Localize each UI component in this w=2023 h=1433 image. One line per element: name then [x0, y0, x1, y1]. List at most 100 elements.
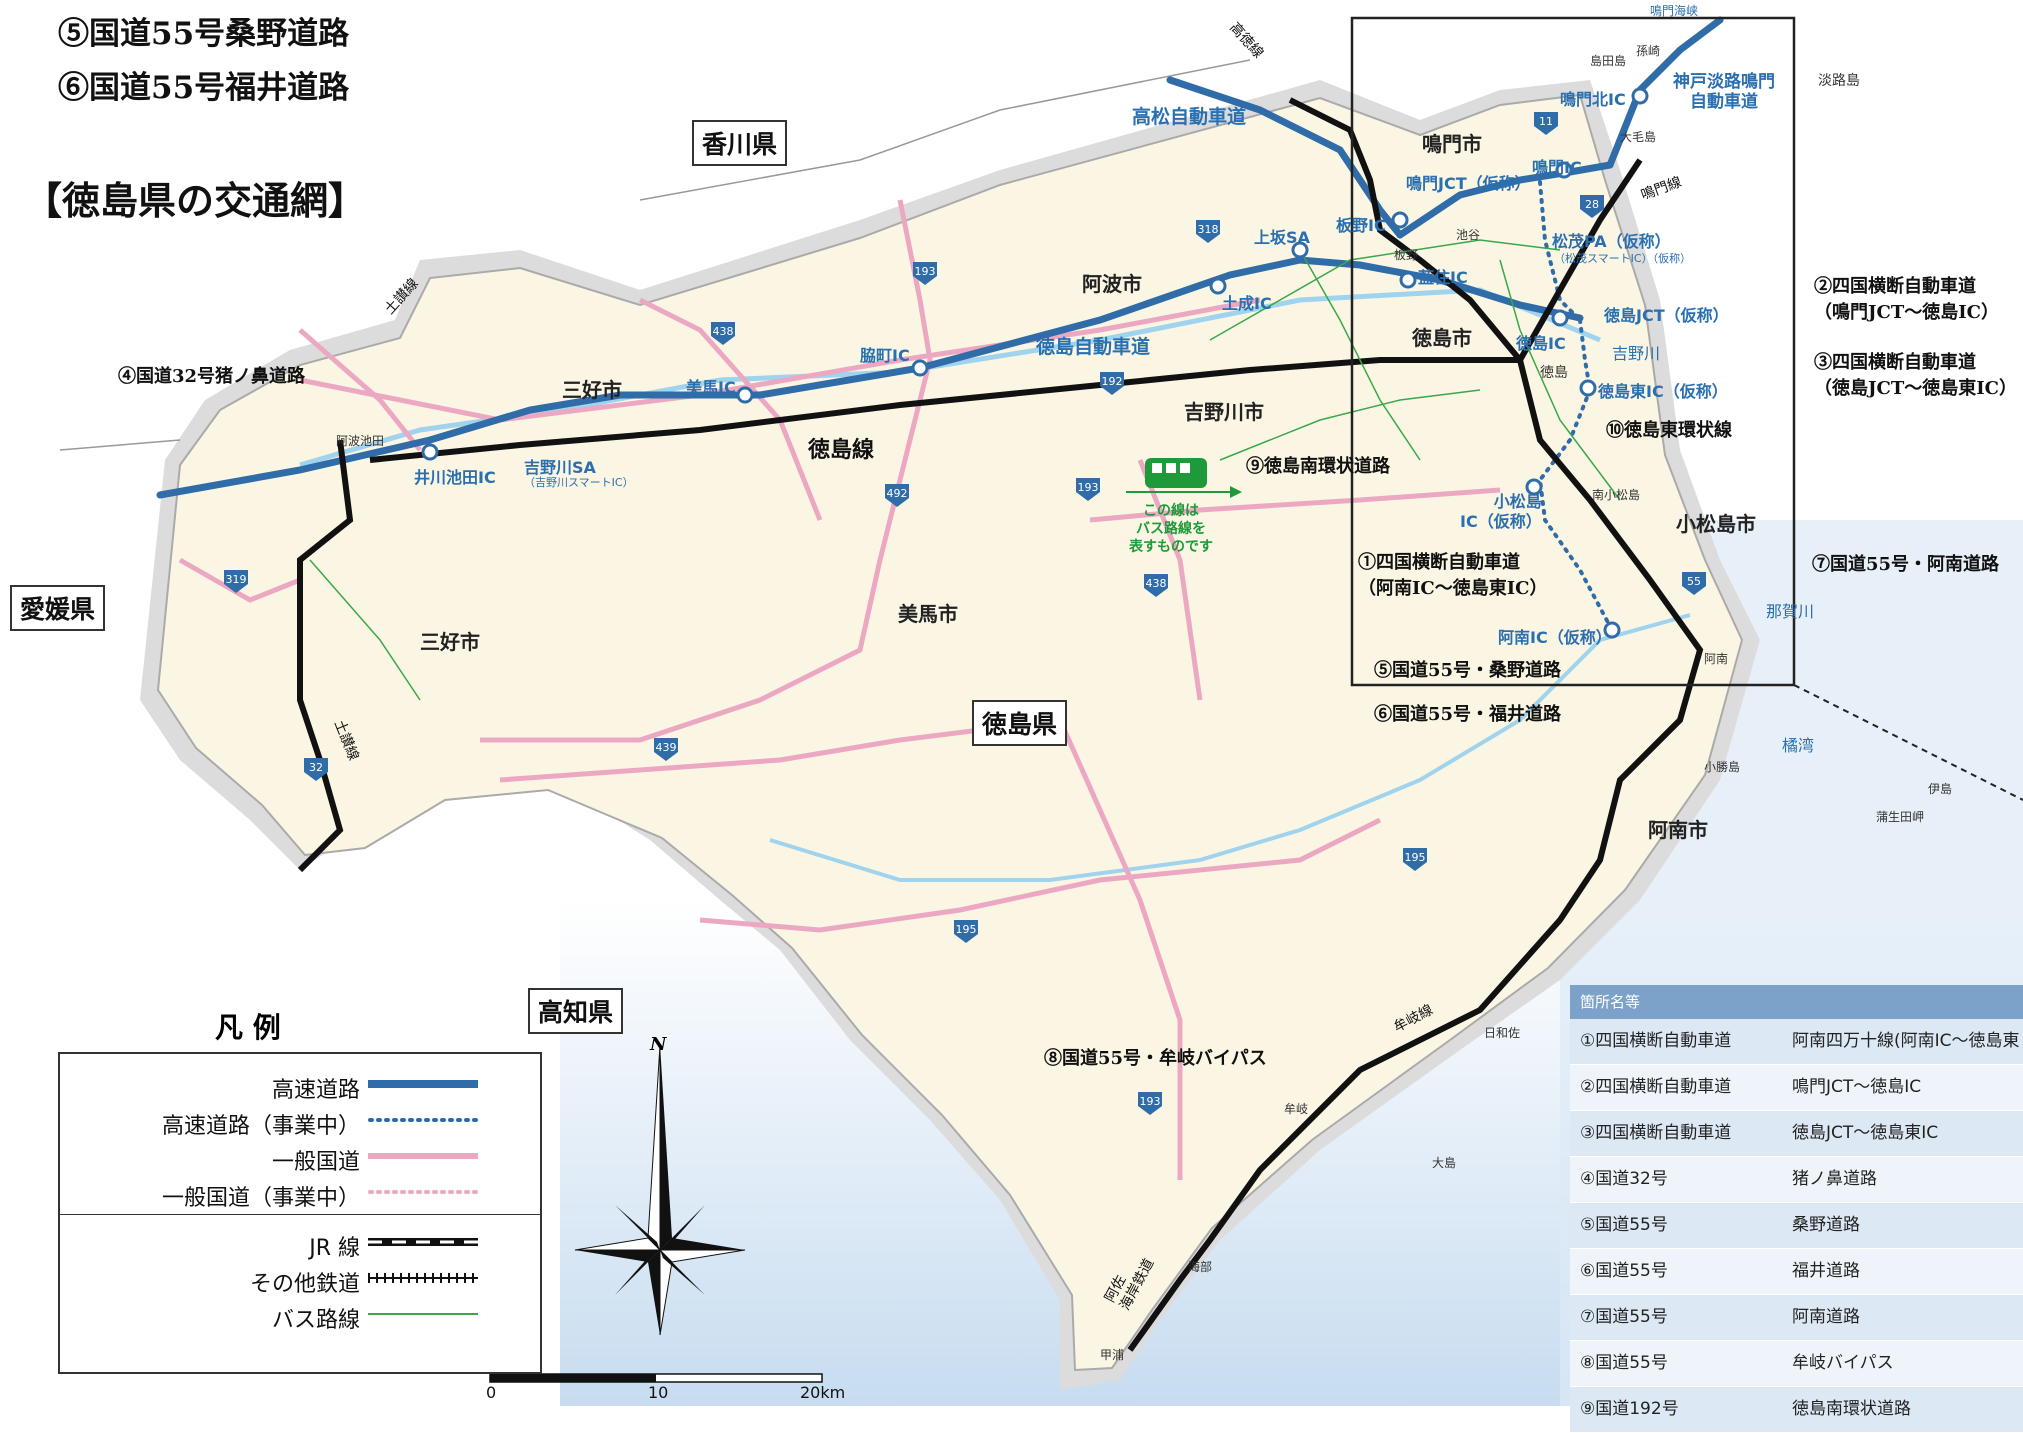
scale-10: 10 [648, 1383, 669, 1402]
pref-tokushima: 徳島県 [972, 700, 1068, 746]
place-tokushima-station: 徳島 [1540, 365, 1568, 381]
table-row: ⑧国道55号牟岐バイパス [1570, 1341, 2023, 1387]
pref-ehime: 愛媛県 [10, 585, 106, 631]
expressways [156, 16, 1724, 499]
kagawa-coast [639, 59, 1251, 201]
place-awaikeda: 阿波池田 [336, 434, 385, 448]
callout-4: ④国道32号猪ノ鼻道路 [118, 366, 306, 387]
ic-tokushima: 徳島IC [1516, 334, 1566, 353]
table-cell-place: ①四国横断自動車道 [1580, 1031, 1732, 1051]
route-shield: 55 [1682, 572, 1706, 595]
page-title: 【徳島県の交通網】 [24, 178, 367, 223]
city-yoshinogawa: 吉野川市 [1184, 400, 1264, 424]
legend-other-rail: その他鉄道 [249, 1272, 478, 1297]
ic-donari: 土成IC [1222, 294, 1272, 313]
route-number: 32 [309, 761, 323, 774]
ic-tokushima-higashi: 徳島東IC（仮称） [1598, 382, 1728, 401]
route-shield: 438 [711, 322, 735, 345]
inset-leader [1793, 684, 2023, 801]
sea-naruto-strait: 鳴門海峡 [1650, 4, 1699, 18]
route-number: 438 [713, 325, 734, 338]
rail-tokushima: 徳島線 [808, 438, 875, 463]
table-row: ⑤国道55号 桑野道路 [1570, 1203, 2023, 1249]
callout-9: ⑨徳島南環状道路 [1246, 456, 1390, 477]
bus-icon [1126, 458, 1242, 498]
sea-tachibana: 橘湾 [1782, 736, 1815, 755]
callout-7: ⑦国道55号・阿南道路 [1812, 554, 2000, 575]
ic-anan: 阿南IC（仮称） [1498, 628, 1612, 647]
route-shield: 192 [1100, 372, 1124, 395]
route-number: 439 [656, 741, 677, 754]
callout-6: ⑥国道55号・福井道路 [1374, 704, 1562, 725]
takamatsu-expressway-label: 高松自動車道 [1132, 106, 1247, 128]
legend-bus: バス路線 [271, 1308, 478, 1333]
place-itano: 板野 [1394, 248, 1419, 262]
river-yoshino: 吉野川 [1612, 344, 1661, 363]
table-cell-place: ⑤国道55号 [1580, 1215, 1668, 1235]
route-number: 193 [915, 265, 936, 278]
legend-title: 凡 例 [215, 1011, 281, 1044]
city-miyoshi-north: 三好市 [562, 378, 622, 402]
route-number: 11 [1539, 115, 1553, 128]
table-cell-section: 徳島南環状道路 [1792, 1399, 1911, 1419]
route-number: 55 [1687, 575, 1701, 588]
table-cell-place: ⑥国道55号 [1580, 1261, 1668, 1281]
callout-10: ⑩徳島東環状線 [1606, 420, 1732, 441]
route-shield: 492 [885, 484, 909, 507]
route-shield: 195 [1403, 848, 1427, 871]
ic-naruto-kita: 鳴門北IC [1560, 90, 1626, 109]
route-shield: 193 [913, 262, 937, 285]
city-komatsushima: 小松島市 [1676, 512, 1756, 536]
kobe-awaji-expressway-label: 神戸淡路鳴門 自動車道 [1673, 72, 1775, 113]
table-cell-section: 徳島JCT〜徳島東IC [1792, 1123, 1939, 1143]
sa-kamiita: 上坂SA [1254, 228, 1310, 247]
place-shimada: 島田島 [1590, 54, 1627, 68]
heading-line-5: ⑤国道55号桑野道路 [58, 16, 350, 52]
table-cell-place: ⑧国道55号 [1580, 1353, 1668, 1373]
table-row: ⑦国道55号 阿南道路 [1570, 1295, 2023, 1341]
table-cell-section: 猪ノ鼻道路 [1792, 1169, 1877, 1189]
expressways-planned [1537, 180, 1614, 632]
place-anan: 阿南 [1704, 652, 1729, 666]
route-shield: 32 [304, 758, 328, 781]
table-header: 箇所名等 [1570, 985, 2023, 1019]
route-number: 193 [1078, 481, 1099, 494]
ic-itano: 板野IC [1336, 216, 1386, 235]
place-hiwasa: 日和佐 [1484, 1026, 1521, 1040]
ic-aizumi: 藍住IC [1418, 268, 1468, 287]
table-cell-place: ⑦国道55号 [1580, 1307, 1668, 1327]
callout-2: ②四国横断自動車道 （鳴門JCT〜徳島IC） [1814, 276, 1999, 324]
place-oshima: 大島 [1432, 1156, 1457, 1170]
table-cell-section: 鳴門JCT〜徳島IC [1792, 1077, 1922, 1097]
route-shield: 195 [954, 920, 978, 943]
route-number: 192 [1102, 375, 1123, 388]
pref-kochi: 高知県 [528, 988, 624, 1034]
legend-jr: JR 線 [309, 1236, 478, 1261]
place-kokatsushima: 小勝島 [1704, 760, 1741, 774]
city-awa: 阿波市 [1082, 272, 1142, 296]
place-kannoura: 甲浦 [1100, 1348, 1125, 1362]
route-shield: 193 [1076, 478, 1100, 501]
compass-rose [574, 1044, 746, 1336]
national-roads [178, 199, 1501, 1180]
ic-naruto-jct: 鳴門JCT（仮称） [1406, 174, 1531, 193]
bus-lines [309, 239, 1621, 701]
ic-tokushima-jct: 徳島JCT（仮称） [1604, 306, 1729, 325]
route-shield: 193 [1138, 1092, 1162, 1115]
route-shield: 319 [224, 570, 248, 593]
table-cell-place: ⑨国道192号 [1580, 1399, 1679, 1419]
callout-1: ①四国横断自動車道 （阿南IC〜徳島東IC） [1358, 552, 1548, 600]
table-cell-section: 桑野道路 [1792, 1215, 1860, 1235]
route-number: 319 [226, 573, 247, 586]
route-number: 438 [1146, 577, 1167, 590]
ic-naruto: 鳴門IC [1532, 158, 1582, 177]
scale-20: 20km [800, 1383, 846, 1402]
city-mima: 美馬市 [898, 602, 958, 626]
callout-3: ③四国横断自動車道 （徳島JCT〜徳島東IC） [1814, 352, 2017, 400]
table-cell-section: 阿南道路 [1792, 1307, 1860, 1327]
city-tokushima: 徳島市 [1412, 326, 1472, 350]
ic-wakimachi: 脇町IC [860, 346, 910, 365]
legend-expressway: 高速道路 [271, 1078, 478, 1103]
legend-expressway-planned: 高速道路（事業中） [161, 1114, 478, 1139]
route-shield: 11 [1534, 112, 1558, 135]
